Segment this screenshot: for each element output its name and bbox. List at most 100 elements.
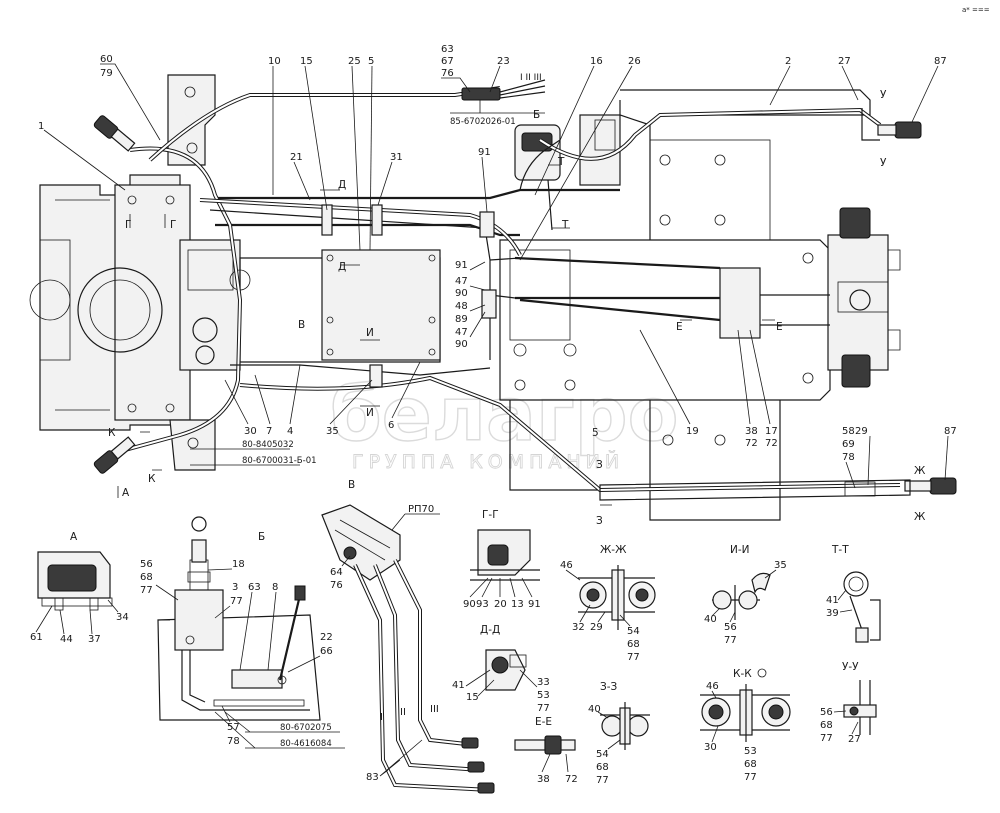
flange-plate [114,184,191,421]
callout-29: 29 [855,426,868,437]
callout-19: 19 [686,426,699,437]
view-B-63: 63 [248,582,261,593]
view-B-22: 22 [320,632,333,643]
left-top-coupler [93,115,136,152]
mark-K-1: К [108,427,116,439]
callout-6: 6 [388,420,394,431]
section-G: Г-Г 90 93 20 13 91 [463,509,541,610]
section-D-53: 53 [537,690,550,701]
mark-Zh-2: Ж [914,511,926,523]
section-I: И-И 35 40 56 77 [704,544,787,646]
view-V-title: В [348,479,355,491]
callout-78: 78 [842,452,855,463]
callout-26: 26 [628,56,641,67]
mark-5: 5 [592,427,599,439]
section-K-title: К-К [733,668,752,680]
section-D-title: Д-Д [480,624,500,636]
section-G-93: 93 [476,599,489,610]
callout-79: 79 [100,68,113,79]
callout-7: 7 [266,426,272,437]
section-D-77: 77 [537,703,550,714]
section-D: Д-Д 41 15 33 53 77 [452,624,550,714]
main-assembly: 60 79 1 10 15 25 5 63 67 76 23 I II III … [29,44,957,527]
view-V-83: 83 [366,772,379,783]
rear-frame [499,239,831,401]
code-c1: 85-6702026-01 [450,117,516,127]
section-E-title: Е-Е [535,716,552,728]
view-B-77a: 77 [140,585,153,596]
section-K-77: 77 [744,772,757,783]
view-V-rp70: РП70 [408,504,434,515]
callout-2: 2 [785,56,791,67]
callout-27: 27 [838,56,851,67]
view-V-64: 64 [330,567,343,578]
lever-base [231,669,283,689]
view-B: Б 56 68 77 18 3 77 63 8 22 66 57 78 80-6… [140,516,345,749]
callout-76: 76 [441,68,454,79]
view-V-76: 76 [330,580,343,591]
callout-90-b: 90 [455,339,468,350]
view-A-37: 37 [88,634,101,645]
mark-V: В [298,319,305,331]
callout-63: 63 [441,44,454,55]
section-I-35: 35 [774,560,787,571]
section-I-40: 40 [704,614,717,625]
view-B-68: 68 [140,572,153,583]
mark-K-2: К [148,473,156,485]
section-Zh-68: 68 [627,639,640,650]
view-B-56: 56 [140,559,153,570]
bell-housing [77,267,163,353]
section-G-13: 13 [511,599,524,610]
callout-17: 17 [765,426,778,437]
roman-top: I II III [520,73,542,83]
distributor-sections [321,504,401,581]
callout-91-mid: 91 [455,260,468,271]
hitch-body [827,234,889,371]
view-B-18: 18 [232,559,245,570]
callout-35: 35 [326,426,339,437]
view-B-77b: 77 [230,596,243,607]
callout-1: 1 [38,121,44,132]
callout-48: 48 [455,301,468,312]
callout-21: 21 [290,152,303,163]
callout-72-a: 72 [745,438,758,449]
callout-89: 89 [455,314,468,325]
callout-47-b: 47 [455,327,468,338]
distributor-block [179,239,241,371]
section-Zh-title: Ж-Ж [600,544,627,556]
callout-90-a: 90 [455,288,468,299]
code-c3: 80-6700031-Б-01 [242,456,317,466]
section-G-title: Г-Г [482,509,499,521]
mark-T-2: Т [561,219,569,231]
corner-mark: a* === [962,6,990,14]
section-U-56: 56 [820,707,833,718]
code-c2: 80-8405032 [242,440,294,450]
section-U-title: У-У [842,661,859,673]
mark-I-2: И [366,407,374,419]
callout-58: 58 [842,426,855,437]
section-T-41: 41 [826,595,839,606]
view-A: А 61 44 37 34 [30,531,129,645]
view-B-3: 3 [232,582,238,593]
section-Zh-29: 29 [590,622,603,633]
callout-67: 67 [441,56,454,67]
section-G-90: 90 [463,599,476,610]
section-Zh-46: 46 [560,560,573,571]
mark-U-2: У [880,157,887,169]
cylinder-block [719,267,761,339]
hitch-upper-coupler [839,207,871,239]
hose-clamp [461,79,546,101]
section-D-41: 41 [452,680,465,691]
view-A-title: А [70,531,78,543]
right-top-coupler [877,121,922,139]
section-I-56: 56 [724,622,737,633]
callout-60: 60 [100,54,113,65]
view-V-roman-3: III [430,704,439,715]
left-bottom-coupler [93,436,136,474]
mark-D-2: Д [338,261,346,273]
section-Z-68: 68 [596,762,609,773]
mark-Z-1: З [596,459,603,471]
view-A-44: 44 [60,634,73,645]
section-G-20: 20 [494,599,507,610]
view-A-61: 61 [30,632,43,643]
